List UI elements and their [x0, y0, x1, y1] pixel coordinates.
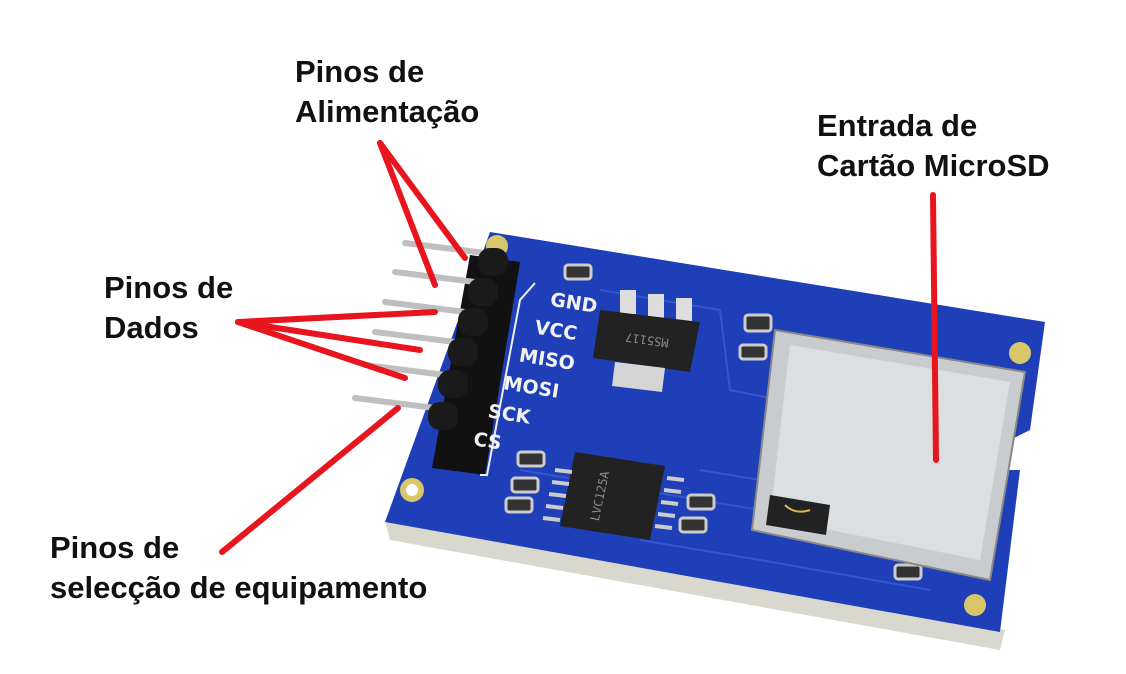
- select-pin-pointer: [219, 405, 401, 555]
- card-slot-pointer: [930, 192, 939, 463]
- regulator-marking: MS5117: [625, 330, 670, 350]
- data-pins-pointer: [235, 319, 423, 353]
- voltage-regulator: MS5117: [593, 290, 700, 392]
- microsd-slot: [750, 328, 1027, 582]
- label-card-slot: Entrada de Cartão MicroSD: [817, 108, 1050, 183]
- power-pins-pointer: [377, 140, 438, 288]
- board-edge: [385, 520, 1005, 650]
- data-pins-pointer: [235, 319, 408, 381]
- label-data-pins: Pinos de Dados: [104, 270, 234, 345]
- label-power-pins: Pinos de Alimentação: [295, 54, 480, 129]
- mounting-hole: [1009, 342, 1031, 364]
- smd-components: [504, 263, 923, 581]
- level-shifter-chip: LVC125A: [542, 452, 685, 540]
- mounting-hole: [964, 594, 986, 616]
- power-pins-pointer: [377, 140, 468, 261]
- label-select-pins: Pinos de selecção de equipamento: [50, 530, 428, 605]
- pin-label-cs: CS: [472, 428, 503, 454]
- data-pins-pointer: [235, 309, 438, 325]
- annotation-lines: [219, 140, 939, 555]
